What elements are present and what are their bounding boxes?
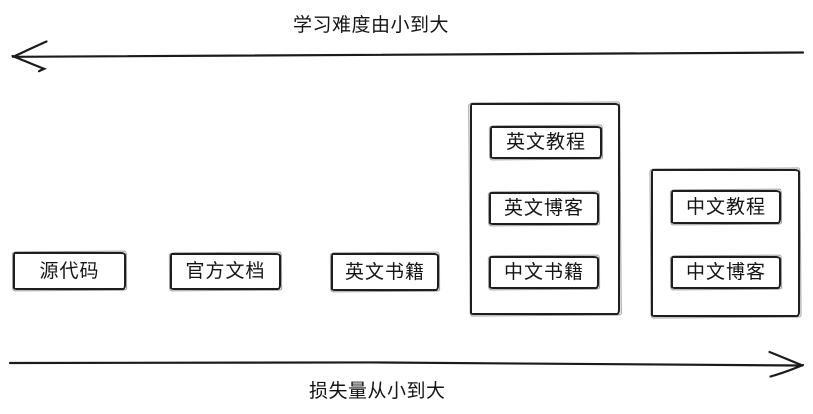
box-label: 源代码 <box>39 259 100 282</box>
group-box-1: 英文教程 英文博客 中文书籍 <box>470 103 620 315</box>
box-label: 英文博客 <box>503 197 584 219</box>
group-box-2: 中文教程 中文博客 <box>651 169 800 317</box>
box-source-code: 源代码 <box>13 252 126 290</box>
box-label: 中文书籍 <box>503 261 584 283</box>
box-label: 官方文档 <box>185 260 266 282</box>
box-chinese-blogs: 中文博客 <box>671 256 781 289</box>
box-label: 英文教程 <box>505 131 586 153</box>
top-axis-label: 学习难度由小到大 <box>293 14 450 36</box>
bottom-axis-label: 损失量从小到大 <box>309 380 446 402</box>
box-label: 英文书籍 <box>344 260 425 283</box>
box-english-books: 英文书籍 <box>331 253 439 291</box>
box-label: 中文教程 <box>685 195 766 218</box>
arrow-left-icon <box>11 40 805 73</box>
box-official-docs: 官方文档 <box>170 253 281 290</box>
box-english-blogs: 英文博客 <box>489 192 599 225</box>
box-label: 中文博客 <box>685 261 766 283</box>
box-chinese-books: 中文书籍 <box>489 256 599 289</box>
box-english-tutorials: 英文教程 <box>490 126 602 159</box>
box-chinese-tutorials: 中文教程 <box>671 190 781 224</box>
arrow-right-icon <box>8 350 805 378</box>
